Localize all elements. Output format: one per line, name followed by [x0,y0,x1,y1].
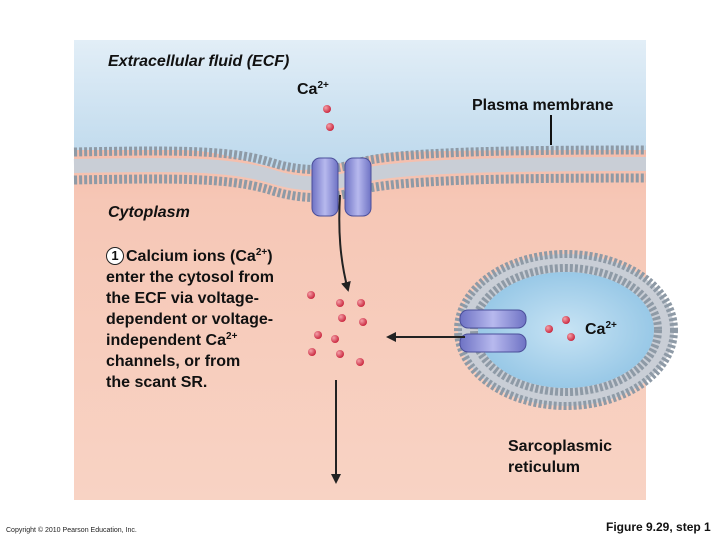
ion [326,123,334,131]
step-line-7: the scant SR. [106,374,208,391]
step-line-6: channels, or from [106,353,241,370]
ion [336,299,344,307]
sr-lumen [478,272,654,388]
ca-symbol: Ca [297,81,318,98]
step-line-1a: Calcium ions (Ca [126,248,256,265]
ion [308,348,316,356]
ca-symbol: Ca [585,321,606,338]
sr-membrane [454,250,678,410]
step-line-2: enter the cytosol from [106,269,275,286]
cytoplasm-label: Cytoplasm [108,204,190,221]
sr-calcium-label: Ca2+ [585,321,617,339]
sr-channel [459,309,527,353]
step-line-4: dependent or voltage- [106,311,274,328]
plasma-membrane-label: Plasma membrane [472,97,614,114]
ion [323,105,331,113]
figure-caption: Figure 9.29, step 1 [606,520,711,534]
ion [336,350,344,358]
ion [338,314,346,322]
ion [359,318,367,326]
calcium-ions-sr [545,316,575,341]
step-line-5a: independent Ca [106,332,227,349]
step-line-5-sup: 2+ [226,331,238,342]
step-line-1-sup: 2+ [255,247,268,258]
ion [545,325,553,333]
ecf-calcium-label: Ca2+ [297,81,329,99]
ca-charge: 2+ [605,320,617,331]
ecf-entry-arrow [338,194,351,292]
ecf-label: Extracellular fluid (ECF) [108,53,290,70]
step-number-badge: 1 [106,247,124,265]
step-line-1b: ) [267,248,273,265]
sarcoplasmic-reticulum-label: Sarcoplasmic reticulum [508,436,638,478]
calcium-ions-ecf [323,105,334,131]
plasma-membrane-channel [311,157,372,217]
ca-charge: 2+ [317,80,329,91]
ion [356,358,364,366]
step-line-3: the ECF via voltage- [106,290,259,307]
ion [357,299,365,307]
sr-label-line-1: Sarcoplasmic [508,438,613,455]
ion [562,316,570,324]
ion [331,335,339,343]
ion [307,291,315,299]
ion [567,333,575,341]
calcium-ions-cytosol [307,291,367,366]
ecf-fluid [74,40,646,170]
sr-label-line-2: reticulum [508,459,581,476]
copyright-notice: Copyright © 2010 Pearson Education, Inc. [6,527,137,534]
ion [314,331,322,339]
